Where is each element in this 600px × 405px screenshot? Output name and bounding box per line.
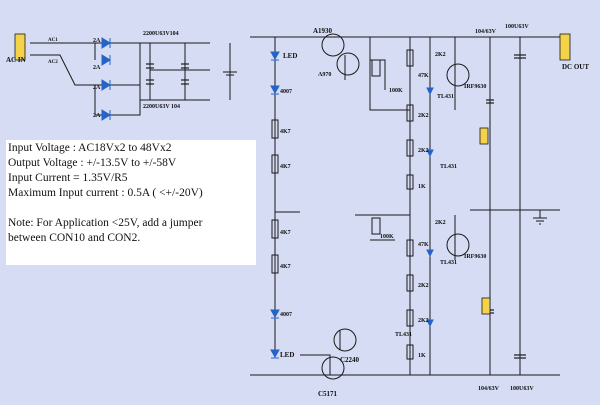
cap-100u-bottom-label: 100U63V <box>510 386 534 392</box>
led-bottom-label: LED <box>280 351 294 359</box>
tl431-label-c: TL431 <box>440 260 457 266</box>
output-voltage-text: Output Voltage : +/-13.5V to +/-58V <box>8 157 177 169</box>
diode-bottom-label: 4007 <box>280 312 292 318</box>
diode-label-1: 2A <box>93 38 101 44</box>
resistor-47k-bottom: 47K <box>418 242 429 248</box>
resistor-1k-b: 1K <box>418 353 426 359</box>
irf-top-label: IRF9630 <box>464 84 486 90</box>
led-top-label: LED <box>283 52 297 60</box>
c2240-label: C2240 <box>340 356 360 364</box>
cap-label-top: 2200U63V104 <box>143 31 179 37</box>
diode-label-2: 2A <box>93 65 101 71</box>
components <box>101 37 434 359</box>
resistor-2k2-d: 2K2 <box>435 220 446 226</box>
resistor-2k2-e: 2K2 <box>418 283 429 289</box>
ac1-label: AC1 <box>48 38 58 43</box>
cap-100u-top-label: 100U63V <box>505 24 529 30</box>
ac-in-label: AC IN <box>6 56 26 64</box>
diode-label-3: 2A <box>93 85 101 91</box>
resistor-2k2-b: 2K2 <box>418 113 429 119</box>
resistor-47k-top: 47K <box>418 73 429 79</box>
c5171-label: C5171 <box>318 390 338 398</box>
tl431-label-b: TL431 <box>440 164 457 170</box>
resistors <box>271 49 414 360</box>
ac2-label: AC2 <box>48 60 58 65</box>
cap-104-top-label: 104/63V <box>475 29 497 35</box>
resistor-2k2-f: 2K2 <box>418 318 429 324</box>
resistor-4k7-1: 4K7 <box>280 129 291 135</box>
transistors <box>321 33 470 380</box>
note-line-2: between CON10 and CON2. <box>8 232 141 244</box>
diode-top-label: 4007 <box>280 89 292 95</box>
connectors <box>14 33 571 315</box>
cap-104-bottom-label: 104/63V <box>478 386 500 392</box>
resistor-4k7-2: 4K7 <box>280 164 291 170</box>
max-input-current-text: Maximum Input current : 0.5A ( <+/-20V) <box>8 187 203 199</box>
notes-panel: Input Voltage : AC18Vx2 to 48Vx2 Output … <box>6 140 256 265</box>
vr-bottom-label: 100K <box>380 234 394 240</box>
resistor-2k2-a: 2K2 <box>435 52 446 58</box>
q1b-label: A970 <box>318 72 331 78</box>
vr-top-label: 100K <box>389 88 403 94</box>
tl431-label-a: TL431 <box>437 94 454 100</box>
resistor-2k2-c: 2K2 <box>418 148 429 154</box>
cap-label-bottom: 2200U63V 104 <box>143 104 180 110</box>
q1-label: A1930 <box>313 27 333 35</box>
dc-out-label: DC OUT <box>562 63 589 71</box>
input-current-text: Input Current = 1.35V/R5 <box>8 172 128 184</box>
tl431-label-d: TL431 <box>395 332 412 338</box>
ground-symbols <box>223 71 547 225</box>
input-voltage-text: Input Voltage : AC18Vx2 to 48Vx2 <box>8 142 172 154</box>
diode-label-4: 2A <box>93 113 101 119</box>
resistor-4k7-4: 4K7 <box>280 264 291 270</box>
resistor-4k7-3: 4K7 <box>280 230 291 236</box>
irf-bottom-label: IRF9630 <box>464 254 486 260</box>
resistor-1k-a: 1K <box>418 184 426 190</box>
note-line-1: Note: For Application <25V, add a jumper <box>8 217 203 229</box>
